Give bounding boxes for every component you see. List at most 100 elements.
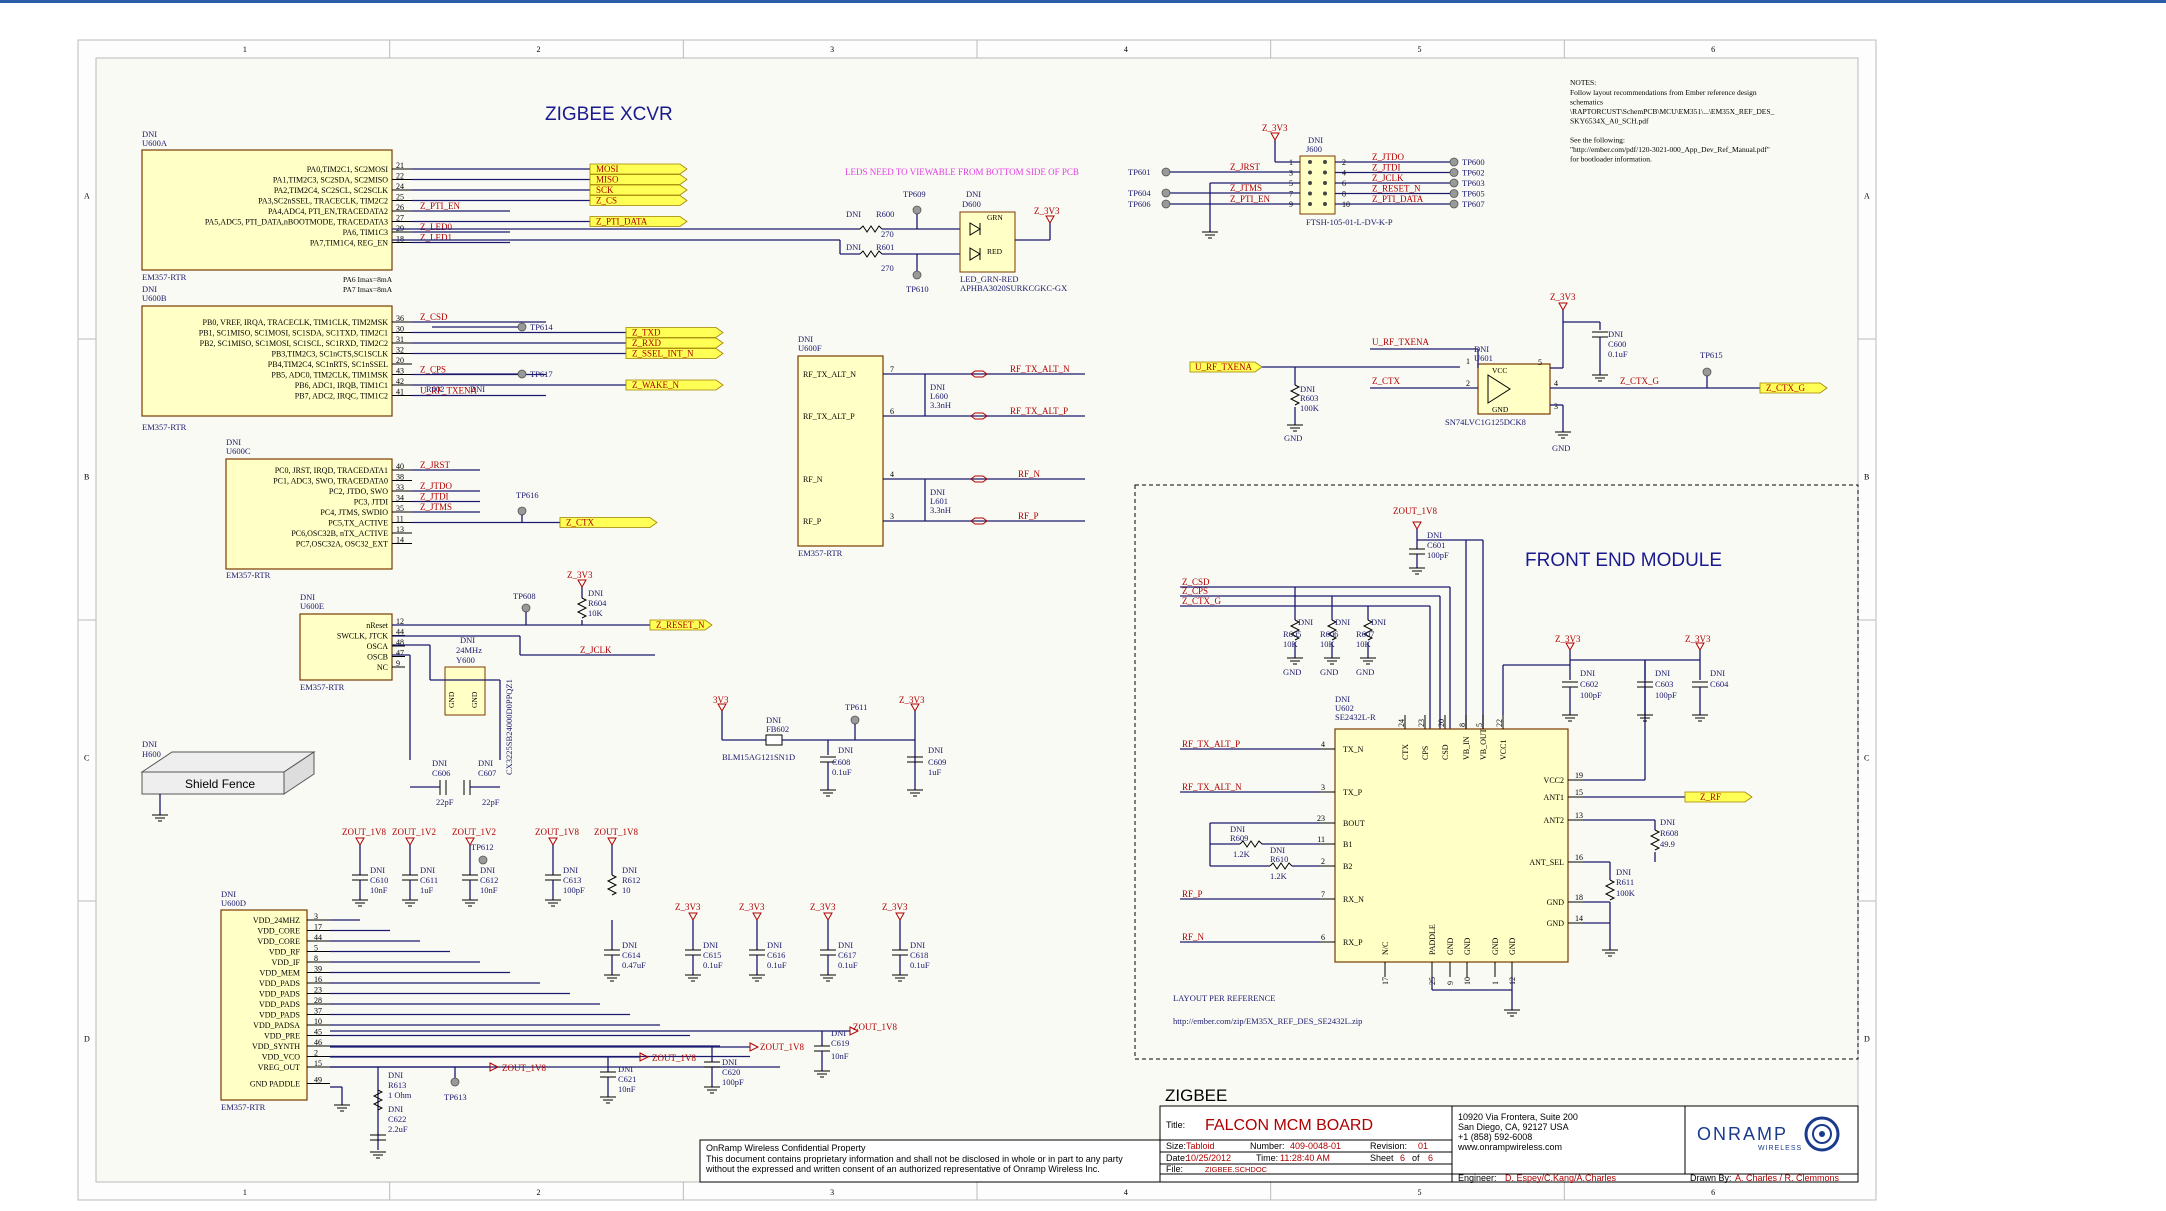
u600d-pin-num: 44 (314, 933, 322, 942)
u602-chip[interactable] (1334, 728, 1569, 963)
j600-connector[interactable] (1299, 155, 1336, 215)
u601-chip[interactable] (1477, 363, 1551, 415)
u600d-pin-name: VDD_SYNTH (252, 1042, 300, 1051)
jtag-tp-right[interactable] (1449, 199, 1459, 209)
tp615[interactable] (1702, 367, 1712, 377)
section-title-front-end-module: FRONT END MODULE (1525, 550, 1722, 571)
svg-text:DNI: DNI (480, 865, 495, 875)
u600e-pin-num: 44 (396, 628, 404, 637)
u600e-dni: DNI (300, 592, 315, 602)
l600-dni: DNI (930, 382, 945, 392)
jtag-3v3-flag (1270, 132, 1280, 142)
jtag-tp-right[interactable] (1449, 157, 1459, 167)
u602-top-pin: VCC1 (1499, 740, 1508, 760)
u600f-chip[interactable] (797, 355, 884, 547)
u600b-pin-name: PB6, ADC1, IRQB, TIM1C1 (295, 381, 388, 390)
tp617[interactable] (517, 369, 527, 379)
u600b-chip[interactable] (141, 305, 393, 417)
jtag-tp-right-label: TP605 (1462, 189, 1485, 199)
border-row-left-B: B (84, 473, 89, 482)
y600-crystal[interactable] (444, 666, 486, 716)
section-title-zigbee-xcvr: ZIGBEE XCVR (545, 104, 673, 125)
c608-ref: C608 (832, 757, 850, 767)
u600d-pin-name: VREG_OUT (258, 1063, 300, 1072)
jtag-tp-right[interactable] (1449, 178, 1459, 188)
tb-revision-label: Revision: (1370, 1141, 1407, 1151)
u602-left-pin: TX_N (1343, 745, 1364, 754)
r603-dni: DNI (1300, 384, 1315, 394)
u600a-pin-num: 27 (396, 214, 404, 223)
c609-gnd (907, 789, 923, 797)
u602-bottom-pin: PADDLE (1428, 924, 1437, 955)
fb602-ferrite[interactable] (765, 734, 783, 746)
confidential-title: OnRamp Wireless Confidential Property (706, 1143, 866, 1153)
notes-line: Follow layout recommendations from Ember… (1570, 88, 1757, 97)
u600a-net-label: Z_LED1 (420, 233, 452, 243)
r613-ref: R613 (388, 1080, 406, 1090)
port-z-ctx (559, 517, 658, 528)
u600f-net-label: RF_N (1018, 469, 1041, 479)
u600d-cap-value: 10 (622, 885, 631, 895)
tb-size: Tabloid (1186, 1141, 1215, 1151)
svg-text:GND: GND (470, 691, 479, 708)
u600d-rail-label: Z_3V3 (810, 902, 836, 912)
u601-3v3: Z_3V3 (1550, 292, 1576, 302)
u600d-rail-label: ZOUT_1V8 (594, 827, 638, 837)
u600e-3v3: Z_3V3 (567, 570, 593, 580)
u600a-chip[interactable] (141, 149, 393, 271)
u600e-chip[interactable] (299, 613, 393, 681)
jtag-gnd (1202, 231, 1218, 239)
u600c-pin-num: 40 (396, 462, 404, 471)
u602-bottom-pin: GND (1446, 937, 1455, 955)
u600a-pin-num: 21 (396, 161, 404, 170)
c601-value: 100pF (1427, 550, 1449, 560)
tp616[interactable] (517, 506, 527, 516)
u600d-chip[interactable] (220, 909, 308, 1101)
c619-ref: C619 (831, 1038, 849, 1048)
svg-text:DNI: DNI (420, 865, 435, 875)
u600e-pin-name: nReset (366, 621, 389, 630)
u600d-pin-name: VDD_RF (269, 948, 301, 957)
jtag-tp-right[interactable] (1449, 168, 1459, 177)
tp608[interactable] (521, 603, 531, 613)
r602-ref: R602 (426, 384, 444, 394)
svg-text:13: 13 (1575, 811, 1583, 820)
svg-text:3: 3 (1554, 402, 1558, 411)
tp614[interactable] (517, 322, 527, 332)
confidential-text-1: This document contains proprietary infor… (706, 1154, 1123, 1164)
leds-note: LEDS NEED TO VIEWABLE FROM BOTTOM SIDE O… (845, 167, 1079, 177)
fem-gnd-label: GND (1320, 667, 1338, 677)
fb602-dni: DNI (766, 715, 781, 725)
u600d-cap-value: 10nF (480, 885, 498, 895)
u600d-pin-num: 2 (314, 1049, 318, 1058)
jtag-tp-left[interactable] (1161, 199, 1171, 209)
fem-pulldown-resistor (1326, 619, 1338, 641)
c608-gnd (820, 789, 836, 797)
u600f-pin-name: RF_TX_ALT_P (803, 412, 855, 421)
jtag-tp-left[interactable] (1161, 188, 1171, 198)
r613-dni: DNI (388, 1070, 403, 1080)
d600-led[interactable] (959, 211, 1016, 273)
u601-dni: DNI (1474, 344, 1489, 354)
tp610[interactable] (912, 270, 922, 280)
c601-gnd (1409, 567, 1425, 575)
jtag-tp-left[interactable] (1161, 167, 1171, 177)
tp609[interactable] (912, 205, 922, 215)
svg-text:DNI: DNI (1616, 867, 1631, 877)
tp608-label: TP608 (513, 591, 536, 601)
u601-gnd-symbol (1555, 431, 1571, 439)
jtag-tp-right[interactable] (1449, 189, 1459, 198)
u600f-pin-num: 6 (890, 407, 894, 416)
border-col-bottom-1: 1 (243, 1188, 247, 1197)
tp613[interactable] (450, 1077, 460, 1087)
u600a-port-label: SCK (596, 185, 614, 195)
tp612[interactable] (478, 855, 488, 865)
u601-vcc: VCC (1492, 366, 1507, 375)
port-z-txd (625, 327, 724, 338)
u600d-rail-label: ZOUT_1V8 (342, 827, 386, 837)
u600c-chip[interactable] (225, 458, 393, 570)
u600b-pin-num: 30 (396, 325, 404, 334)
tp611[interactable] (850, 715, 860, 725)
u600d-pin-num: 37 (314, 1007, 322, 1016)
